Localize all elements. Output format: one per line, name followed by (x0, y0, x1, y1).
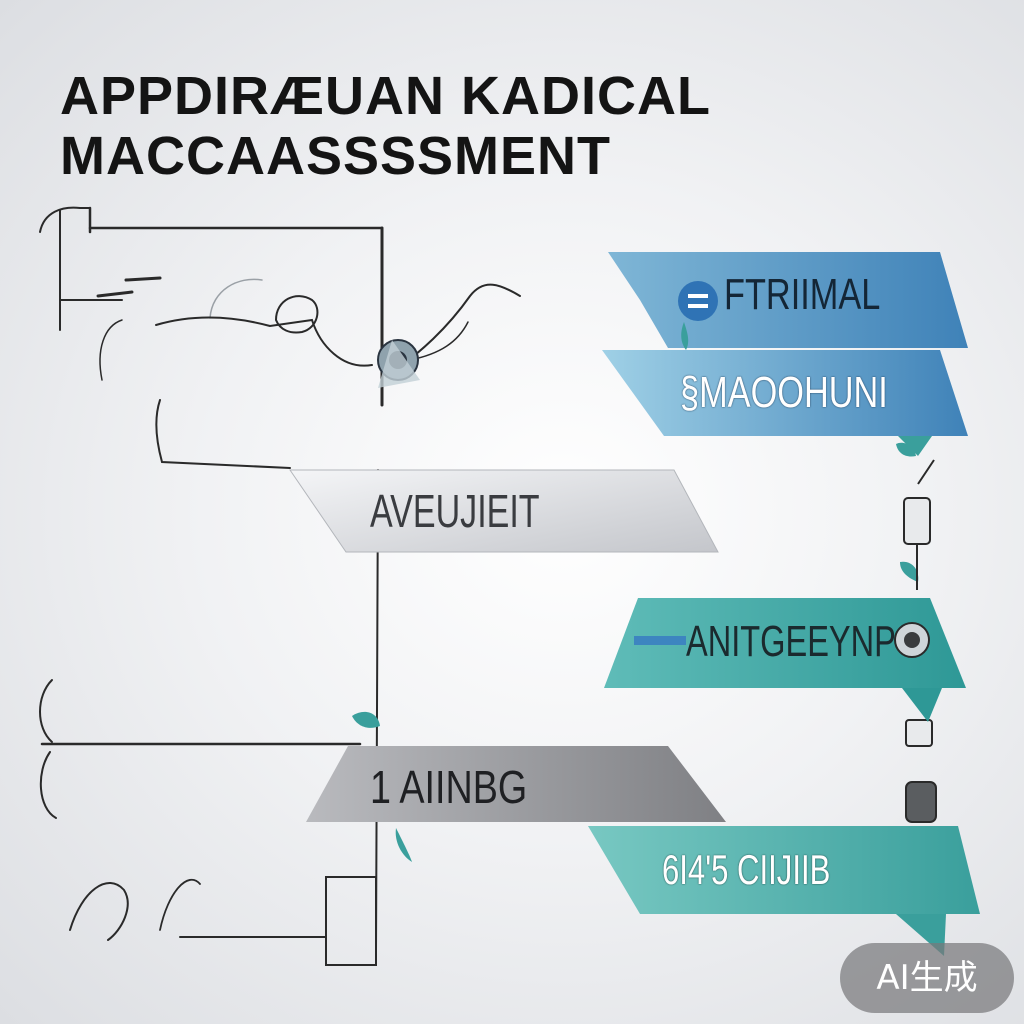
banner-4-shape (604, 598, 966, 688)
leaf-accent-1 (352, 711, 380, 728)
connector-piece-2 (903, 497, 931, 545)
sketch-dash-2 (96, 290, 134, 298)
banner-3-shape (289, 469, 719, 553)
banner-1-icon-bar-2 (688, 304, 708, 308)
banner-5-shape (306, 746, 726, 822)
banner-4-dash (634, 636, 686, 645)
sketch-dash-1 (124, 276, 162, 282)
sketch-arc-1 (209, 278, 263, 319)
sketch-figure (69, 882, 129, 941)
connector-chain (903, 459, 937, 823)
banner-1-label: FTRIIMAL (724, 270, 881, 319)
sketch-flourish-2 (409, 321, 469, 361)
sketch-arc-2 (99, 319, 123, 381)
connector-piece-3 (905, 719, 933, 747)
banner-2-label: §MAOOHUNI (680, 368, 888, 417)
leaf-accent-4 (900, 561, 919, 582)
mechanical-knot (377, 339, 420, 388)
sketch-profile (155, 399, 291, 469)
page-title: APPDIRÆUAN KADICAL MACCAASSSSMENT (60, 66, 711, 186)
sketch-figure-2 (159, 878, 201, 931)
banner-1-icon-bar-1 (688, 294, 708, 298)
sketch-circle (274, 295, 319, 334)
title-line-2: MACCAASSSSMENT (60, 126, 612, 186)
banner-2-shape (602, 350, 968, 436)
sketch-lower-bracket-1 (39, 679, 53, 743)
banner-2-tail (898, 436, 932, 456)
banner-1-icon (678, 281, 718, 321)
sketch-lines (39, 206, 521, 966)
banner-1-drip (681, 322, 689, 350)
banner-1-shape (608, 252, 968, 348)
sketch-link-curve (155, 316, 373, 367)
sketch-base-box (325, 876, 377, 966)
leaf-accent-2 (395, 828, 412, 862)
leaf-accents (352, 442, 919, 862)
banner-6-shape (588, 826, 980, 914)
connector-piece-4 (905, 781, 937, 823)
banner-4-knob-core (904, 632, 920, 648)
banner-4-tail (902, 688, 942, 722)
leaf-accent-3 (896, 442, 916, 457)
connector-piece-1 (917, 459, 935, 485)
sketch-top-bracket (39, 206, 91, 233)
title-line-1: APPDIRÆUAN KADICAL (60, 66, 711, 126)
banner-6-label: 6I4'5 CIIJIIB (662, 846, 831, 893)
banner-3-label: AVEUJIEIT (370, 485, 540, 537)
sketch-lower-bracket-2 (39, 751, 57, 819)
banner-5-label: 1 AIINBG (370, 761, 528, 813)
ai-generated-badge: AI生成 (840, 943, 1014, 1013)
banner-4-label: ANITGEEYNP (686, 617, 896, 666)
